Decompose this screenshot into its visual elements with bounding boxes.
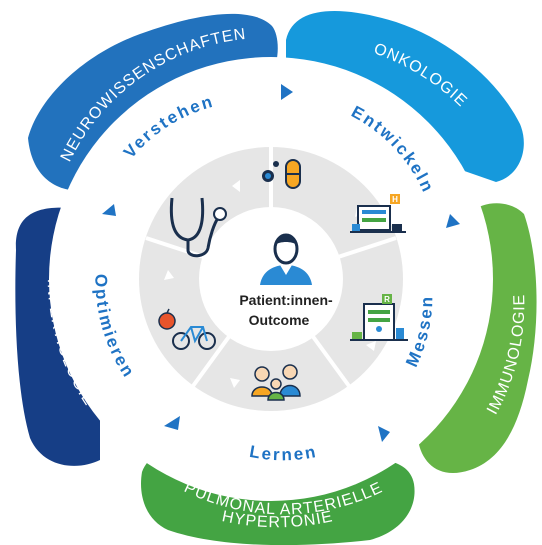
- arrow-right-bottom: [378, 426, 390, 442]
- svg-text:H: H: [392, 195, 398, 204]
- arrow-right-top: [446, 214, 460, 228]
- process-arrows: [102, 84, 460, 442]
- research-building-icon: R: [350, 294, 408, 341]
- svg-text:R: R: [384, 295, 390, 304]
- center-label-line2: Outcome: [249, 312, 310, 328]
- arrow-top: [281, 84, 293, 100]
- arrow-bottom-left: [164, 416, 180, 430]
- pills-icon: [262, 159, 301, 189]
- hospital-icon: H: [350, 194, 406, 233]
- step-lernen: Lernen: [248, 442, 319, 464]
- petal-onkologie: [286, 11, 524, 182]
- arrow-left-top: [102, 204, 116, 216]
- family-icon: [251, 364, 301, 401]
- stethoscope-icon: [169, 197, 227, 258]
- center-label-line1: Patient:innen-: [239, 292, 333, 308]
- patient-avatar-icon: [260, 233, 312, 285]
- label-pah-line2: HYPERTONIE: [220, 508, 334, 531]
- apple-bicycle-icon: [158, 308, 216, 350]
